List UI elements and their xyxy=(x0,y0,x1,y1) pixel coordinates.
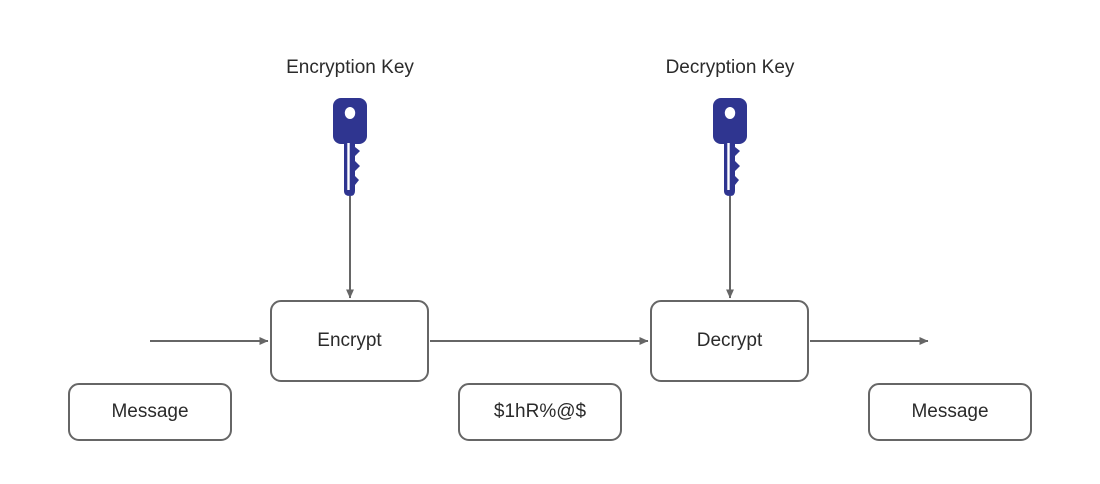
key-icon xyxy=(333,98,367,196)
decrypt-process-box[interactable]: Decrypt xyxy=(650,300,809,382)
ciphertext-box[interactable]: $1hR%@$ xyxy=(458,383,622,441)
plaintext-output-label: Message xyxy=(911,401,989,422)
plaintext-input-box[interactable]: Message xyxy=(68,383,232,441)
decrypt-process-label: Decrypt xyxy=(696,330,763,351)
plaintext-output-box[interactable]: Message xyxy=(868,383,1032,441)
key-icon xyxy=(713,98,747,196)
encrypt-process-box[interactable]: Encrypt xyxy=(270,300,429,382)
ciphertext-label: $1hR%@$ xyxy=(493,401,587,422)
encrypt-process-label: Encrypt xyxy=(317,330,382,351)
plaintext-input-label: Message xyxy=(111,401,189,422)
encryption-key-label: Encryption Key xyxy=(286,57,414,78)
decryption-key-label: Decryption Key xyxy=(665,57,795,78)
